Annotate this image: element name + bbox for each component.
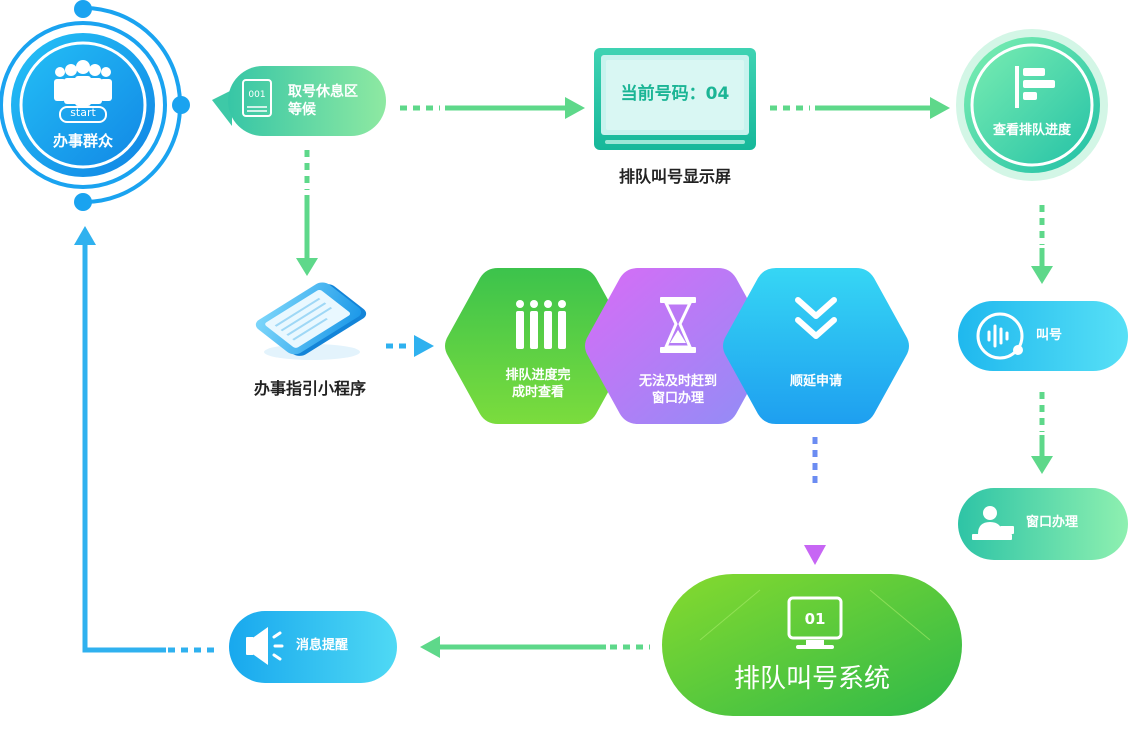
display-screen-node: [594, 48, 756, 150]
ticket-node: [212, 66, 386, 136]
monitor-icon: [787, 596, 843, 649]
hex-postpone: [723, 268, 909, 424]
message-alert-node: [229, 611, 397, 683]
people-group-icon: [54, 60, 112, 106]
message-alert-label: 消息提醒: [296, 638, 349, 653]
hex-late-arrival: [585, 268, 771, 424]
start-badge-frame: [59, 106, 107, 123]
hex2-line1: 无法及时赶到: [638, 374, 717, 389]
window-service-node: [958, 488, 1128, 560]
voice-icon: [976, 312, 1024, 360]
hex-progress-check: [445, 268, 631, 424]
hourglass-icon: [660, 297, 696, 353]
window-service-label: 窗口办理: [1026, 515, 1079, 530]
bar-chart-icon: [1015, 66, 1055, 108]
ticket-icon: [242, 79, 272, 117]
progress-label: 查看排队进度: [992, 123, 1071, 138]
call-number-label: 叫号: [1036, 328, 1063, 343]
start-badge: start: [70, 106, 96, 119]
start-label: 办事群众: [52, 132, 113, 150]
ticket-label-line2: 等候: [288, 102, 316, 118]
progress-node: [956, 29, 1108, 181]
hex1-line2: 成时查看: [511, 385, 564, 400]
queue-system-node: [662, 574, 962, 716]
speaker-icon: [246, 627, 268, 665]
double-chevron-down-icon: [795, 297, 837, 339]
hex1-line1: 排队进度完: [505, 368, 571, 383]
monitor-number: 01: [804, 610, 826, 628]
call-number-node: [958, 301, 1128, 371]
hex2-line2: 窗口办理: [651, 391, 704, 406]
ticket-number: 001: [248, 90, 266, 100]
ticket-label-line1: 取号休息区: [288, 84, 358, 100]
mini-program-node: [255, 282, 367, 360]
queue-system-label: 排队叫号系统: [733, 664, 890, 694]
display-screen-caption: 排队叫号显示屏: [618, 167, 731, 186]
queue-people-icon: [516, 300, 566, 349]
service-desk-icon: [972, 506, 1014, 540]
screen-current-number: 当前号码：04: [620, 84, 730, 104]
hex3-line1: 顺延申请: [789, 374, 842, 389]
mini-program-label: 办事指引小程序: [253, 379, 366, 398]
start-node: [0, 0, 190, 211]
connectors: [74, 97, 1053, 658]
